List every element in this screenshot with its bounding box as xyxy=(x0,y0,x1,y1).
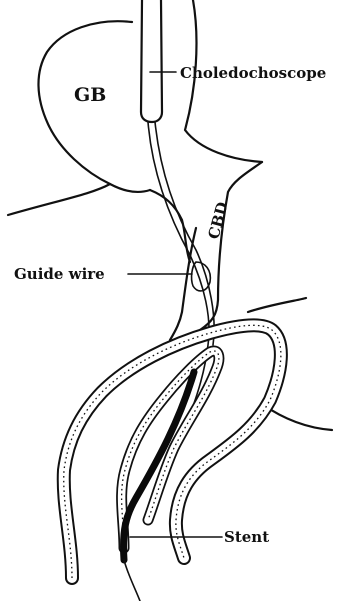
guide-wire-tail xyxy=(124,560,140,601)
label-gb: GB xyxy=(74,84,106,106)
label-cbd: CBD xyxy=(204,200,231,241)
label-choledochoscope: Choledochoscope xyxy=(180,64,326,82)
intestine-outline-right xyxy=(248,298,306,312)
choledochoscope-body xyxy=(141,0,162,122)
gallbladder-outline xyxy=(38,21,150,192)
cystic-duct-outline xyxy=(8,184,110,215)
hepatic-duct-branch xyxy=(200,162,262,330)
label-stent: Stent xyxy=(224,528,269,546)
label-guide-wire: Guide wire xyxy=(14,265,105,283)
